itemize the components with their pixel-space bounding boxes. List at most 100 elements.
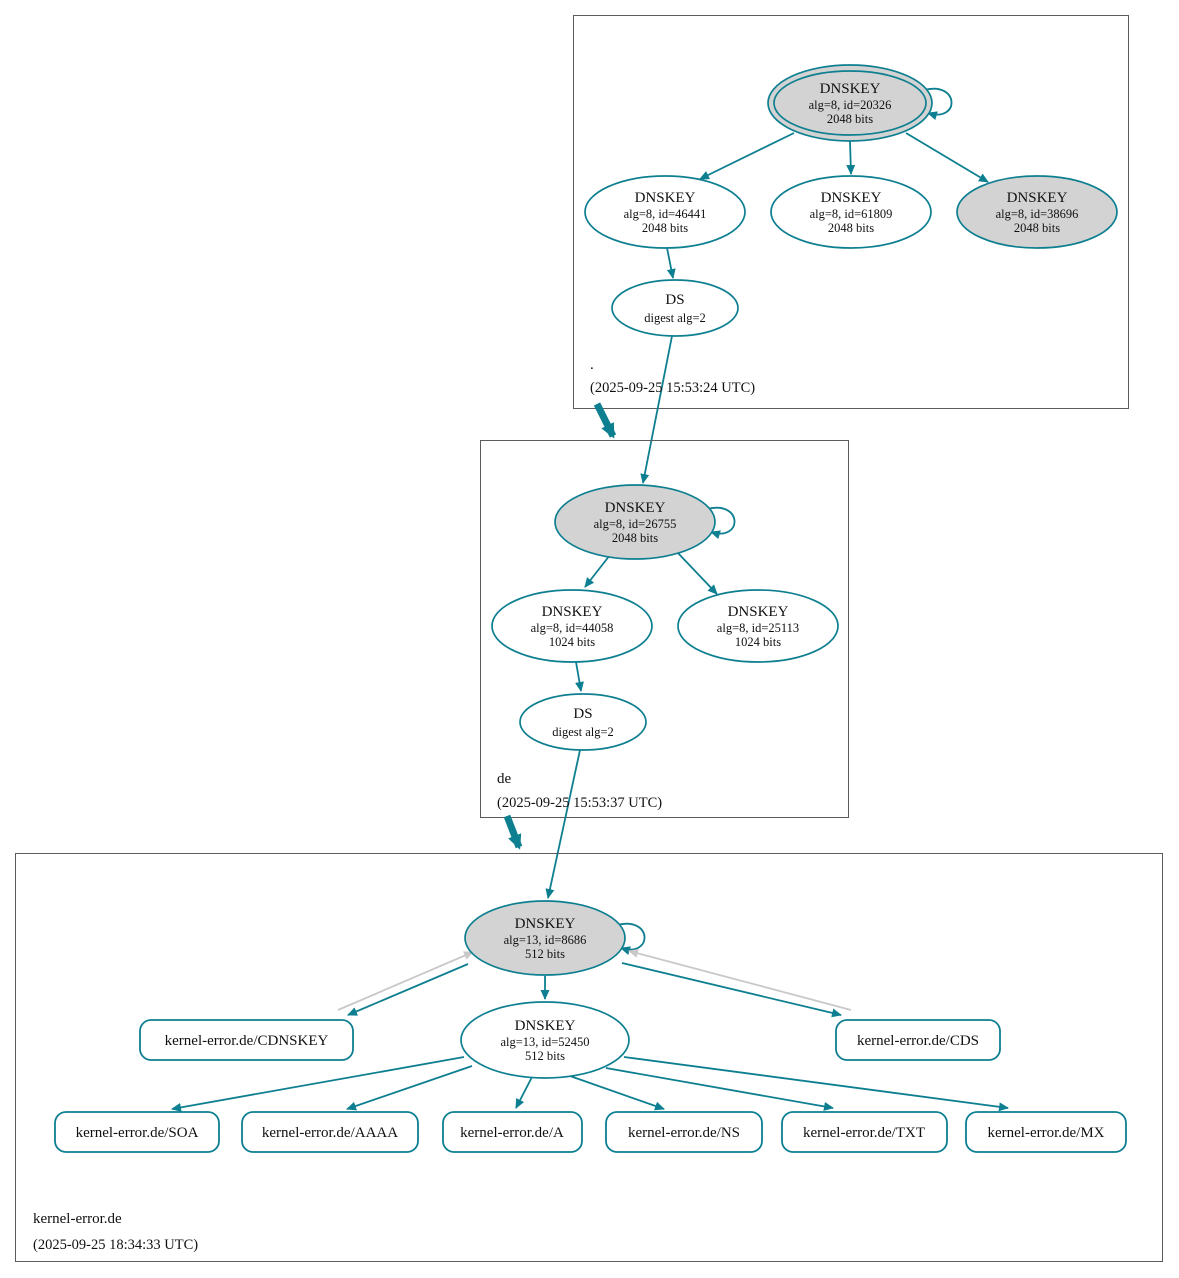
dnskey-node-25113: DNSKEY alg=8, id=25113 1024 bits	[677, 589, 839, 663]
rrset-rect	[54, 1111, 220, 1153]
dnskey-node-44058: DNSKEY alg=8, id=44058 1024 bits	[491, 589, 653, 663]
node-bits: 1024 bits	[735, 635, 781, 649]
rrset-label: kernel-error.de/TXT	[803, 1125, 925, 1141]
dnskey-node-root-ksk: DNSKEY alg=8, id=20326 2048 bits	[767, 64, 933, 142]
zone-timestamp-kernel-error-de: (2025-09-25 18:34:33 UTC)	[33, 1237, 198, 1253]
arrow-zsk-to-mx	[623, 1056, 1009, 1112]
rrset-label: kernel-error.de/CDNSKEY	[165, 1033, 329, 1049]
arrow-zsk-to-soa	[171, 1056, 465, 1112]
rrset-label: kernel-error.de/AAAA	[262, 1125, 398, 1141]
node-detail: digest alg=2	[552, 725, 614, 739]
zone-box-kernel-error-de	[15, 853, 1163, 1262]
arrow-de-ksk-to-key-25113	[676, 551, 718, 595]
rrset-node-mx: kernel-error.de/MX	[965, 1111, 1127, 1153]
dnskey-ellipse	[464, 900, 626, 976]
rrset-label: kernel-error.de/NS	[628, 1125, 740, 1141]
dnskey-ellipse	[584, 175, 746, 249]
node-bits: 2048 bits	[827, 112, 873, 126]
dnskey-ellipse	[770, 175, 932, 249]
zone-box-root	[573, 15, 1129, 409]
rrset-label: kernel-error.de/A	[460, 1125, 564, 1141]
dnskey-ellipse	[956, 175, 1118, 249]
rrset-label: kernel-error.de/SOA	[76, 1125, 199, 1141]
dnskey-node-46441: DNSKEY alg=8, id=46441 2048 bits	[584, 175, 746, 249]
dnskey-node-38696: DNSKEY alg=8, id=38696 2048 bits	[956, 175, 1118, 249]
rrset-node-txt: kernel-error.de/TXT	[781, 1111, 948, 1153]
arrow-de-ds-to-kernel-ksk	[545, 749, 581, 899]
node-bits: 512 bits	[525, 947, 565, 961]
rrset-node-aaaa: kernel-error.de/AAAA	[241, 1111, 419, 1153]
node-title: DNSKEY	[515, 916, 576, 932]
arrow-ksk-to-cdnskey	[347, 963, 469, 1016]
node-detail: alg=8, id=20326	[809, 98, 892, 112]
arrow-zsk-to-ns	[569, 1075, 665, 1111]
arrow-de-ksk-to-key-44058	[584, 554, 611, 588]
zone-label-kernel-error-de: kernel-error.de	[33, 1211, 122, 1227]
node-detail: alg=8, id=26755	[594, 517, 677, 531]
dnskey-node-52450: DNSKEY alg=13, id=52450 512 bits	[460, 1001, 630, 1079]
arrow-cds-to-ksk	[628, 948, 852, 1011]
node-title: DNSKEY	[1007, 190, 1068, 206]
node-title: DNSKEY	[542, 604, 603, 620]
node-detail: alg=8, id=44058	[531, 621, 614, 635]
rrset-node-ns: kernel-error.de/NS	[605, 1111, 763, 1153]
rrset-label: kernel-error.de/MX	[987, 1125, 1104, 1141]
node-title: DS	[665, 292, 684, 308]
rrset-node-a: kernel-error.de/A	[442, 1111, 583, 1153]
arrow-root-ksk-to-key-61809	[846, 140, 856, 175]
node-title: DNSKEY	[515, 1018, 576, 1034]
ds-node-de: DS digest alg=2	[519, 693, 647, 751]
rrset-rect	[965, 1111, 1127, 1153]
arrow-zsk-to-aaaa	[346, 1065, 473, 1111]
zone-label-de: de	[497, 771, 512, 787]
dnskey-ellipse	[491, 589, 653, 663]
zone-timestamp-root: (2025-09-25 15:53:24 UTC)	[590, 380, 755, 396]
zone-de: DNSKEY alg=8, id=26755 2048 bits DNSKEY …	[480, 440, 849, 899]
rrset-rect	[442, 1111, 583, 1153]
node-detail: alg=13, id=8686	[504, 933, 587, 947]
arrow-root-ds-to-de-ksk	[640, 335, 673, 484]
node-bits: 2048 bits	[1014, 221, 1060, 235]
delegation-arrow-de-to-kernel	[503, 814, 523, 850]
dnskey-ellipse	[767, 64, 933, 142]
ds-ellipse	[519, 693, 647, 751]
rrset-label: kernel-error.de/CDS	[857, 1033, 979, 1049]
zone-timestamp-de: (2025-09-25 15:53:37 UTC)	[497, 795, 662, 811]
rrset-node-cds: kernel-error.de/CDS	[835, 1019, 1001, 1061]
rrset-rect	[241, 1111, 419, 1153]
node-title: DNSKEY	[635, 190, 696, 206]
node-bits: 2048 bits	[612, 531, 658, 545]
node-detail: alg=8, id=46441	[624, 207, 707, 221]
rrset-node-cdnskey: kernel-error.de/CDNSKEY	[139, 1019, 354, 1061]
rrset-rect	[835, 1019, 1001, 1061]
trust-anchor-ring	[773, 70, 927, 136]
node-bits: 2048 bits	[642, 221, 688, 235]
ds-ellipse	[611, 279, 739, 337]
node-bits: 512 bits	[525, 1049, 565, 1063]
delegation-arrow-root-to-de	[593, 402, 617, 439]
arrow-cdnskey-to-ksk	[337, 951, 474, 1011]
node-title: DNSKEY	[821, 190, 882, 206]
ds-node-root: DS digest alg=2	[611, 279, 739, 337]
arrow-zsk-to-txt	[605, 1067, 834, 1111]
zone-kernel-error-de: DNSKEY alg=13, id=8686 512 bits DNSKEY a…	[15, 853, 1163, 1262]
node-detail: digest alg=2	[644, 311, 706, 325]
zone-box-de	[480, 440, 849, 818]
rrset-rect	[781, 1111, 948, 1153]
arrow-key-44058-to-ds	[575, 661, 584, 692]
node-detail: alg=13, id=52450	[500, 1035, 589, 1049]
node-detail: alg=8, id=38696	[996, 207, 1079, 221]
zone-root: DNSKEY alg=8, id=20326 2048 bits DNSKEY …	[573, 15, 1129, 484]
self-sign-arrow-de-ksk	[706, 506, 736, 539]
dnskey-node-61809: DNSKEY alg=8, id=61809 2048 bits	[770, 175, 932, 249]
dnskey-ellipse	[460, 1001, 630, 1079]
arrow-zsk-to-a	[515, 1076, 533, 1109]
arrow-root-ksk-to-key-46441	[699, 132, 795, 180]
node-title: DS	[573, 706, 592, 722]
dnskey-node-8686: DNSKEY alg=13, id=8686 512 bits	[464, 900, 626, 976]
node-title: DNSKEY	[820, 81, 881, 97]
dnskey-node-26755: DNSKEY alg=8, id=26755 2048 bits	[554, 484, 716, 560]
node-detail: alg=8, id=25113	[717, 621, 799, 635]
node-title: DNSKEY	[728, 604, 789, 620]
